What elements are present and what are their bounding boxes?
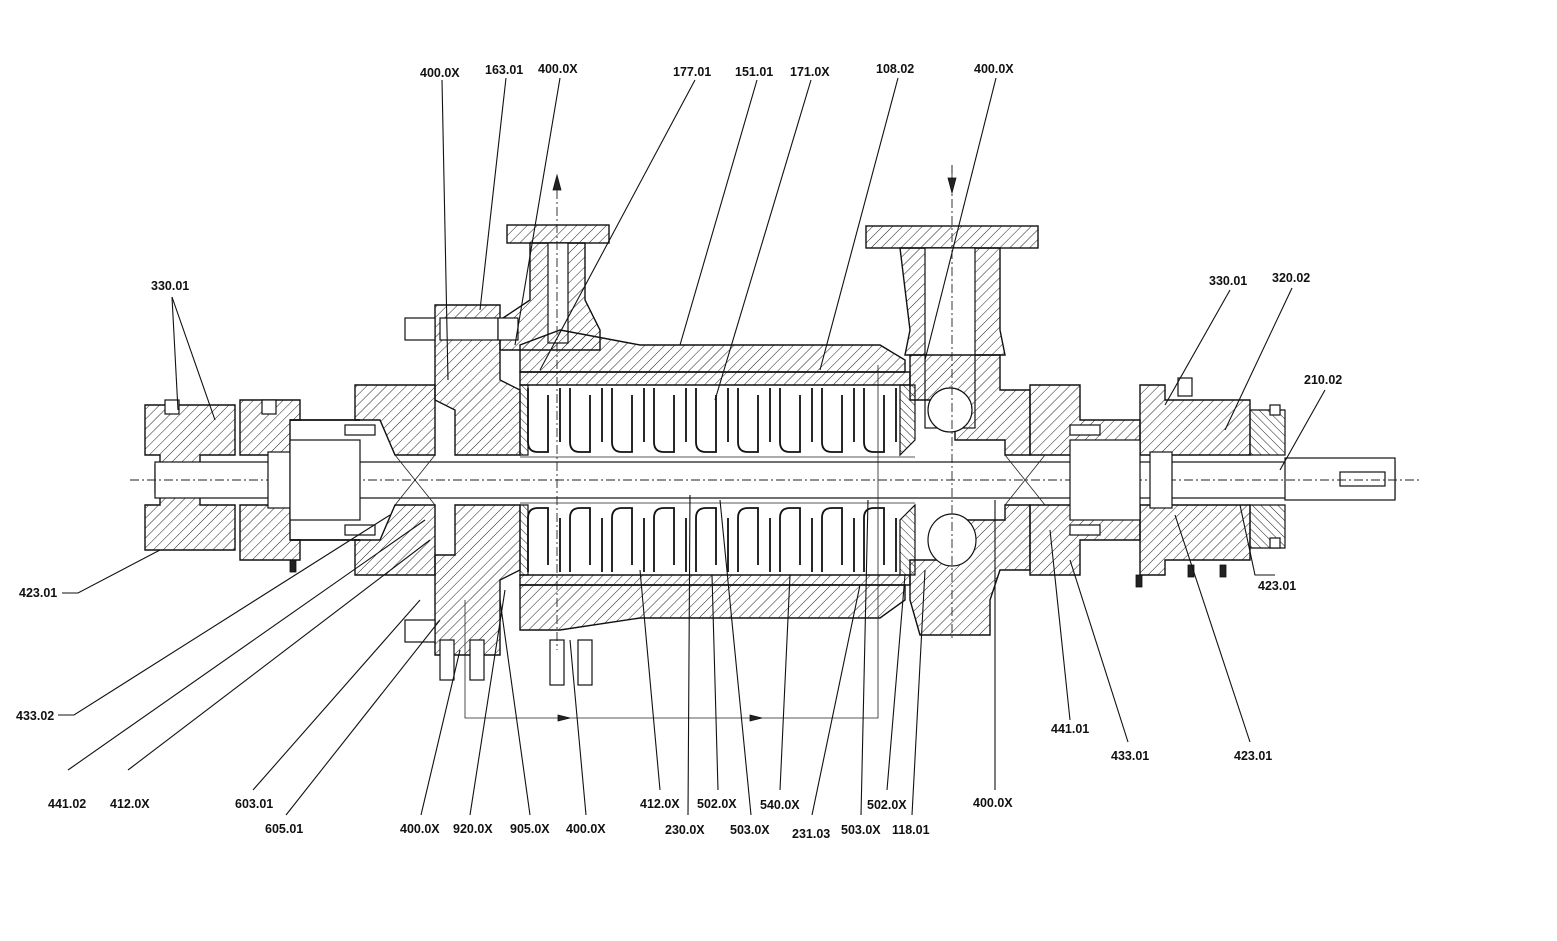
part-label-503-0x-1: 503.0X (730, 823, 770, 837)
part-label-330-01-right: 330.01 (1209, 274, 1247, 288)
part-labels: 400.0X 163.01 400.0X 177.01 151.01 171.0… (16, 62, 1342, 841)
part-label-905-0x: 905.0X (510, 822, 550, 836)
part-label-231-03: 231.03 (792, 827, 830, 841)
pump-body (144, 224, 1286, 656)
part-label-441-02: 441.02 (48, 797, 86, 811)
part-label-400-0x-4: 400.0X (400, 822, 440, 836)
lower-stages (519, 502, 916, 586)
part-label-230-0x: 230.0X (665, 823, 705, 837)
part-label-330-01-left: 330.01 (151, 279, 189, 293)
part-label-400-0x-5: 400.0X (566, 822, 606, 836)
part-label-502-0x-2: 502.0X (867, 798, 907, 812)
part-label-502-0x-1: 502.0X (697, 797, 737, 811)
upper-stages (519, 371, 916, 458)
part-label-441-01: 441.01 (1051, 722, 1089, 736)
part-label-433-02: 433.02 (16, 709, 54, 723)
part-label-423-01-bottom: 423.01 (1234, 749, 1272, 763)
part-label-320-02: 320.02 (1272, 271, 1310, 285)
part-label-171-0x: 171.0X (790, 65, 830, 79)
part-label-423-01-right: 423.01 (1258, 579, 1296, 593)
part-label-605-01: 605.01 (265, 822, 303, 836)
part-label-177-01: 177.01 (673, 65, 711, 79)
part-label-163-01: 163.01 (485, 63, 523, 77)
part-label-400-0x-6: 400.0X (973, 796, 1013, 810)
part-label-118-01: 118.01 (892, 823, 930, 837)
leader-lines (58, 77, 1326, 816)
part-label-400-0x-1: 400.0X (420, 66, 460, 80)
part-label-540-0x: 540.0X (760, 798, 800, 812)
part-label-400-0x-3: 400.0X (974, 62, 1014, 76)
part-label-412-0x-center: 412.0X (640, 797, 680, 811)
part-label-400-0x-2: 400.0X (538, 62, 578, 76)
stage-stack (519, 371, 916, 586)
part-label-151-01: 151.01 (735, 65, 773, 79)
part-label-433-01: 433.01 (1111, 749, 1149, 763)
part-label-920-0x: 920.0X (453, 822, 493, 836)
part-label-603-01: 603.01 (235, 797, 273, 811)
fasteners (164, 317, 1281, 686)
shaft (130, 439, 1420, 521)
flow-indicators (464, 165, 957, 722)
part-label-412-0x-left: 412.0X (110, 797, 150, 811)
part-label-503-0x-2: 503.0X (841, 823, 881, 837)
part-label-108-02: 108.02 (876, 62, 914, 76)
part-label-423-01-left: 423.01 (19, 586, 57, 600)
part-label-210-02: 210.02 (1304, 373, 1342, 387)
